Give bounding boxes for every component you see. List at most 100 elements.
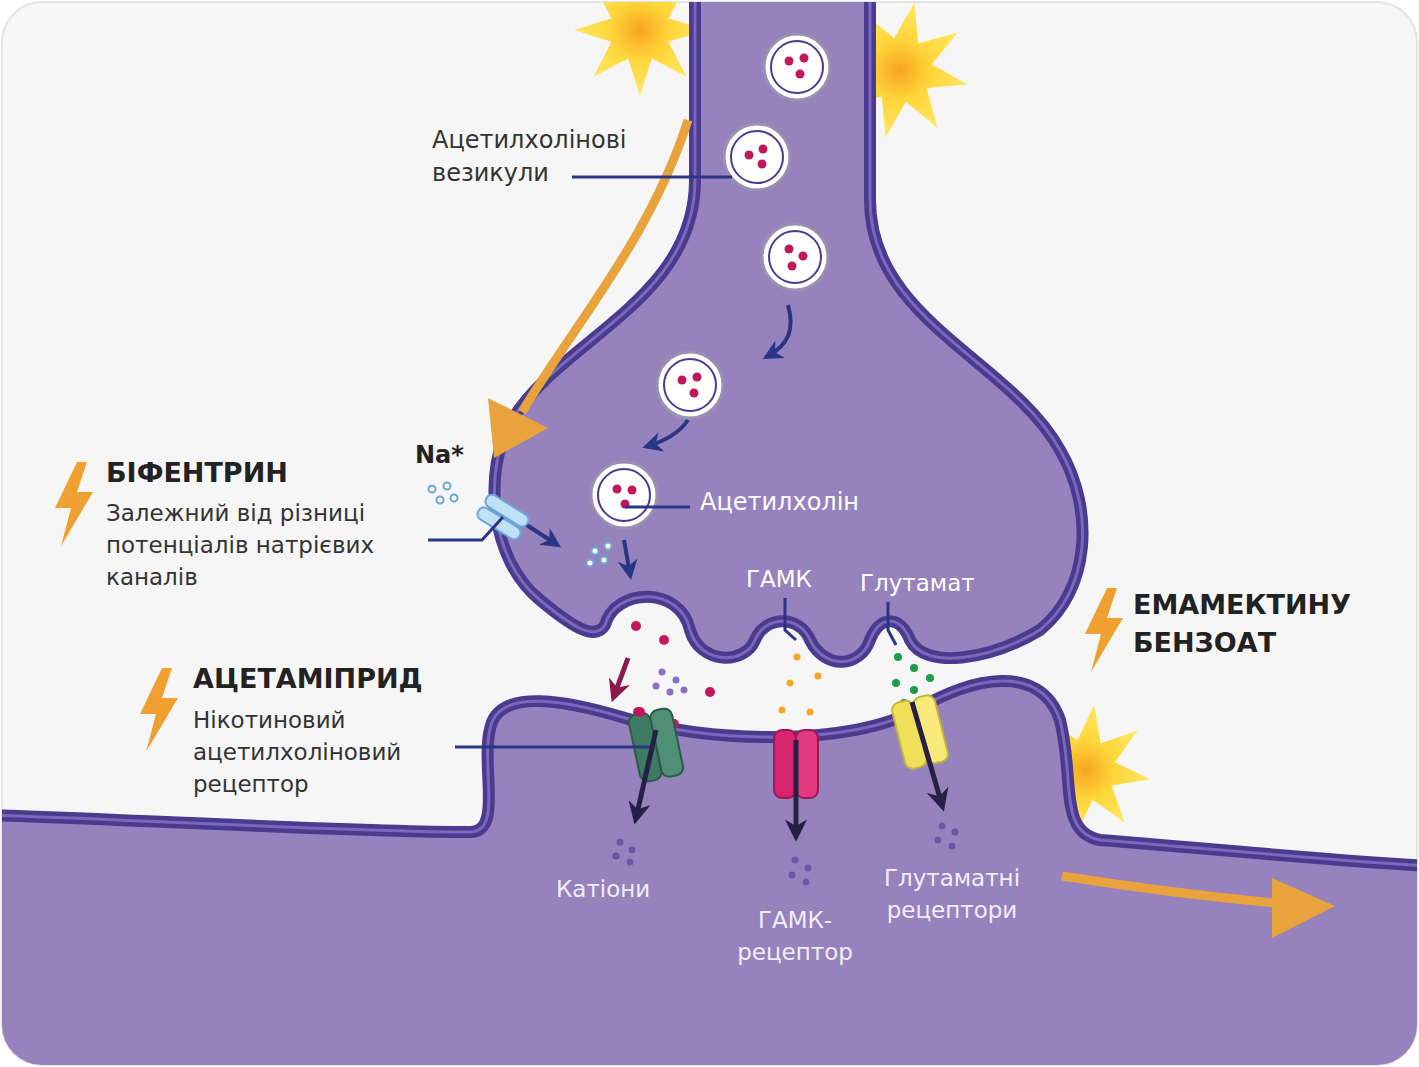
- acetylcholine-dot: [759, 145, 768, 154]
- vesicle-ring: [591, 462, 657, 528]
- ion-dot: [592, 548, 599, 555]
- leader-lines: [428, 177, 896, 747]
- ion-dot: [789, 872, 796, 879]
- glutamate-dot: [894, 653, 902, 661]
- gaba-dot: [794, 654, 801, 661]
- leader-line: [572, 176, 732, 179]
- lightning-icon: [1085, 588, 1123, 672]
- cation-dots: [653, 669, 688, 696]
- acetylcholine-dot: [796, 70, 805, 79]
- acetylcholine-dot: [635, 707, 645, 717]
- glutamate-dot: [910, 686, 918, 694]
- leader-line: [428, 517, 503, 540]
- cation-dot: [681, 687, 688, 694]
- ion-dot: [613, 853, 620, 860]
- vesicle-ring: [764, 34, 830, 100]
- gaba-dot: [807, 709, 814, 716]
- ion-dot: [617, 839, 624, 846]
- flow-arrow: [768, 305, 791, 356]
- acetylcholine-dot: [631, 621, 641, 631]
- vesicle: [762, 224, 828, 290]
- ion-dot: [939, 823, 946, 830]
- ion-dot: [429, 486, 436, 493]
- ion-dot: [803, 879, 810, 886]
- glutamate-dot: [926, 674, 934, 682]
- part-label: Глутамат: [860, 568, 1000, 598]
- ion-dot: [627, 859, 634, 866]
- gaba-molecules: [779, 654, 822, 716]
- cation-dot: [653, 683, 660, 690]
- signal-arrowhead: [1272, 878, 1335, 938]
- binding-arrow: [614, 658, 628, 696]
- acetylcholine-molecules: [631, 621, 715, 729]
- vesicle-core: [598, 469, 650, 521]
- glutamate-dot: [892, 679, 900, 687]
- postsynaptic-membrane: [2, 681, 1417, 1065]
- vesicle-ring: [657, 352, 723, 418]
- insecticide-heading: ЕМАМЕКТИНУ БЕНЗОАТ: [1133, 586, 1393, 662]
- acetylcholine-dot: [693, 373, 702, 382]
- ion-dot: [605, 543, 612, 550]
- vesicle: [764, 34, 830, 100]
- presynaptic-membrane: [494, 2, 1082, 662]
- ion-flow-arrow: [912, 702, 942, 805]
- membrane-inner-line: [2, 681, 1417, 866]
- receptor-subunit: [796, 730, 818, 798]
- acetylcholine-dot: [690, 389, 699, 398]
- ion-flow-arrow: [794, 740, 799, 835]
- vesicle-ring: [724, 124, 790, 190]
- vesicle-core: [664, 359, 716, 411]
- part-label: ГАМК- рецептор: [720, 904, 870, 968]
- flow-arrow: [624, 540, 630, 574]
- gaba-dot: [787, 680, 794, 687]
- leader-line: [888, 602, 896, 645]
- ion-dot: [587, 560, 594, 567]
- target-label: Залежний від різниці потенціалів натрієв…: [106, 497, 416, 593]
- cation-dot: [673, 677, 680, 684]
- lightning-icon: [55, 462, 93, 546]
- gaba-dot: [815, 673, 822, 680]
- acetylcholine-dot: [745, 151, 754, 160]
- leader-line: [625, 506, 690, 509]
- part-label: Глутаматні рецептори: [862, 862, 1042, 926]
- ion-flow-arrow: [636, 730, 656, 818]
- vesicle: [724, 124, 790, 190]
- vesicle-ring: [762, 224, 828, 290]
- ion-dot: [601, 557, 608, 564]
- acetylcholine-dot: [758, 160, 767, 169]
- target-label: Нікотиновий ацетилхоліновий рецептор: [193, 704, 463, 800]
- part-label: Катіони: [556, 874, 686, 904]
- glutamate-dot: [910, 664, 918, 672]
- receptor-subunit: [774, 730, 796, 798]
- flow-arrow: [648, 420, 688, 446]
- vesicle-core: [771, 41, 823, 93]
- insecticide-heading: БІФЕНТРИН: [106, 456, 406, 490]
- cation-dot: [667, 689, 674, 696]
- ion-dot: [444, 483, 451, 490]
- acetylcholine-dot: [705, 687, 715, 697]
- ion-dot: [949, 843, 956, 850]
- ion-dot: [437, 497, 444, 504]
- acetylcholine-dot: [800, 54, 809, 63]
- ion-dot: [629, 847, 636, 854]
- ion-label: Na*: [415, 440, 495, 470]
- signal-arrow: [1062, 876, 1285, 904]
- vesicle: [657, 352, 723, 418]
- vesicle-core: [769, 231, 821, 283]
- lightning-icon: [140, 668, 178, 752]
- vesicle-core: [731, 131, 783, 183]
- ion-dot: [935, 837, 942, 844]
- acetylcholine-dot: [785, 57, 794, 66]
- acetylcholine-dot: [788, 262, 797, 271]
- starburst: [574, 2, 706, 96]
- part-label: Ацетилхолінові везикули: [432, 124, 662, 190]
- acetylcholine-dot: [659, 635, 669, 645]
- signal-arrowhead: [488, 398, 548, 458]
- acetylcholine-dot: [678, 376, 687, 385]
- nicotinic-receptor: [627, 707, 684, 783]
- leader-line: [455, 746, 650, 749]
- cation-dot: [659, 669, 666, 676]
- membrane-inner-line: [494, 2, 1082, 662]
- ion-dot: [952, 829, 959, 836]
